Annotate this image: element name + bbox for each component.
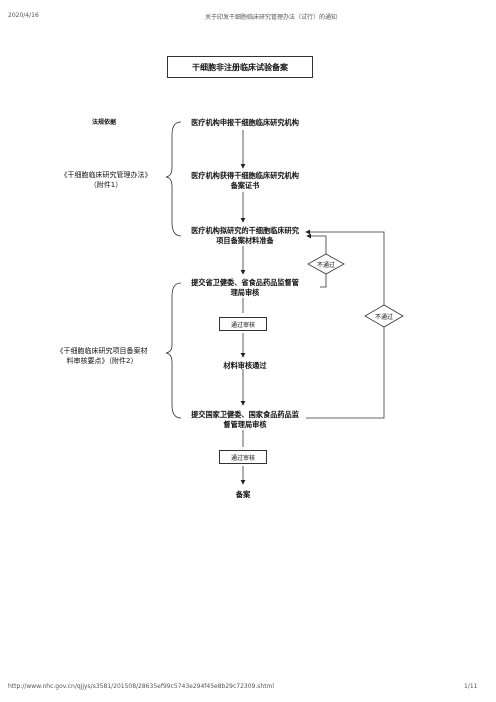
- basis-1: 《干细胞临床研究管理办法》 （附件1）: [52, 170, 160, 190]
- step-3-line-1: 医疗机构拟研究的干细胞临床研究: [191, 226, 299, 235]
- step-2: 医疗机构获得干细胞临床研究机构 备案证书: [170, 171, 320, 191]
- step-1: 医疗机构申报干细胞临床研究机构: [191, 118, 299, 127]
- pass-box-2: 通过审核: [219, 450, 267, 464]
- basis-label: 法规依据: [92, 119, 117, 126]
- step-3-line-2: 项目备案材料准备: [216, 236, 274, 245]
- print-date: 2020/4/16: [8, 12, 39, 19]
- page-number: 1/11: [464, 683, 478, 690]
- basis-2-line-1: 《干细胞临床研究项目备案材: [56, 347, 148, 355]
- step-4: 提交省卫健委、省食品药品监督管 理局审核: [170, 278, 320, 298]
- final-step: 备案: [235, 490, 251, 499]
- source-url[interactable]: http://www.nhc.gov.cn/qjjys/s3581/201508…: [8, 683, 275, 690]
- step-2-line-1: 医疗机构获得干细胞临床研究机构: [191, 171, 299, 180]
- step-6-line-2: 督管理局审核: [223, 420, 267, 429]
- step-4-line-1: 提交省卫健委、省食品药品监督管: [191, 278, 299, 287]
- reject-label-1: 不通过: [316, 262, 335, 269]
- step-3: 医疗机构拟研究的干细胞临床研究 项目备案材料准备: [170, 226, 320, 246]
- step-6: 提交国家卫健委、国家食品药品监 督管理局审核: [170, 410, 320, 430]
- pass-box-1: 通过审核: [219, 317, 267, 331]
- step-2-line-2: 备案证书: [230, 181, 260, 190]
- basis-1-line-2: （附件1）: [89, 181, 123, 189]
- step-4-line-2: 理局审核: [230, 288, 260, 297]
- basis-2-line-2: 料审核要点》（附件2）: [66, 357, 138, 365]
- basis-2: 《干细胞临床研究项目备案材 料审核要点》（附件2）: [40, 346, 164, 366]
- print-page-title: 关于印发干细胞临床研究管理办法（试行）的通知: [205, 14, 338, 21]
- flowchart-title: 干细胞非注册临床试验备案: [167, 56, 313, 78]
- reject-label-2: 不通过: [374, 314, 393, 321]
- step-6-line-1: 提交国家卫健委、国家食品药品监: [191, 410, 299, 419]
- basis-1-line-1: 《干细胞临床研究管理办法》: [60, 171, 152, 179]
- step-5: 材料审核通过: [223, 361, 267, 370]
